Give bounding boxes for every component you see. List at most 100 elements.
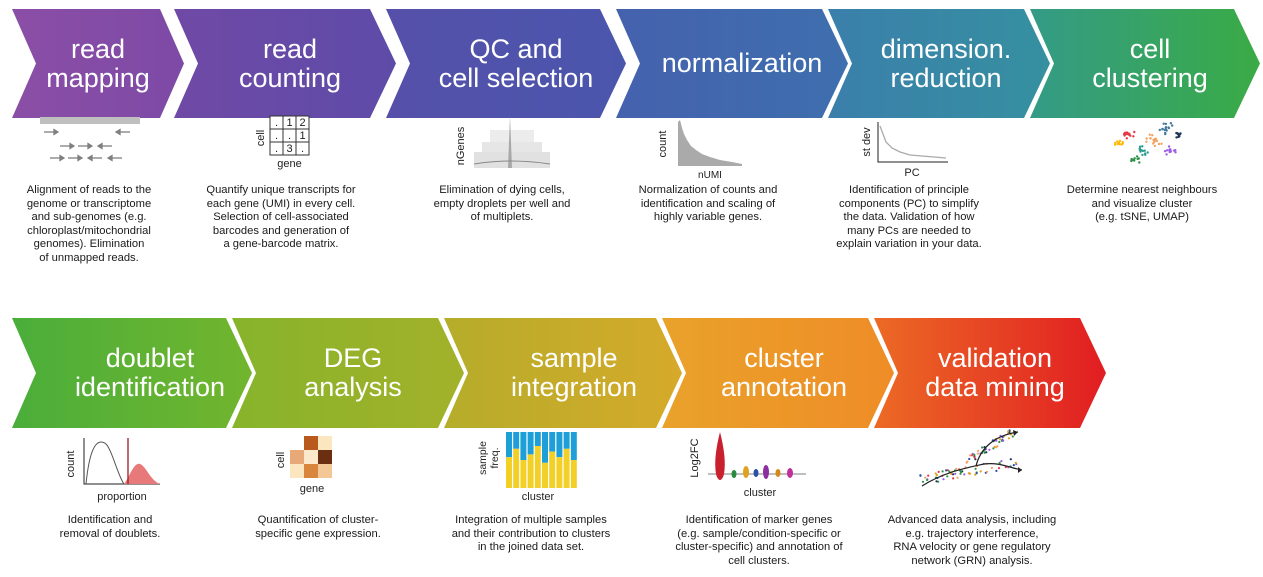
scatter-point: [1178, 133, 1182, 136]
trajectory-point: [948, 470, 951, 473]
step-title-line2: mapping: [46, 62, 150, 93]
trajectory-point: [934, 472, 937, 475]
scatter-point: [1175, 136, 1178, 139]
bar-segment: [549, 451, 556, 488]
trajectory-icon: [919, 429, 1023, 487]
scatter-point: [1143, 152, 1147, 155]
step-title-line1: normalization: [661, 48, 823, 79]
bar-segment: [513, 448, 520, 488]
doublet-ylabel: count: [65, 451, 77, 478]
bar-segment: [534, 432, 541, 446]
step-title-line1: QC and: [469, 33, 563, 64]
scatter-point: [1165, 149, 1169, 152]
scatter-point: [1148, 133, 1151, 136]
trajectory-point: [974, 467, 977, 470]
bar-segment: [520, 460, 527, 488]
trajectory-point: [945, 469, 948, 472]
count-matrix-icon: cell . 1 2 . . 1 . 3 . gene: [252, 114, 332, 176]
step-title-line1: cluster: [744, 343, 824, 374]
trajectory-point: [927, 474, 930, 477]
scatter-point: [1172, 149, 1176, 152]
trajectory-point: [968, 472, 972, 475]
matrix-cell: .: [275, 117, 278, 129]
scatter-point: [1138, 147, 1141, 150]
description-line: specific gene expression.: [255, 527, 381, 540]
trajectory-point: [956, 476, 959, 479]
scatter-point: [1152, 138, 1155, 142]
deg-heatmap-icon: cell gene: [275, 436, 332, 495]
trajectory-point: [969, 454, 972, 457]
pca-xlabel: PC: [904, 167, 919, 178]
annotation-violin-icon: Log2FC cluster: [689, 432, 806, 499]
annotation-ylabel: Log2FC: [689, 438, 701, 477]
trajectory-point: [970, 454, 974, 457]
normalization-histogram-icon: count nUMI: [657, 120, 742, 180]
read-alignment-icon: [40, 117, 140, 162]
trajectory-point: [992, 447, 995, 450]
trajectory-point: [942, 478, 945, 481]
description-line: explain variation in your data.: [836, 238, 982, 251]
trajectory-point: [1007, 430, 1010, 433]
description-line: e.g. trajectory interference,: [905, 527, 1039, 540]
scatter-point: [1136, 157, 1139, 161]
trajectory-point: [1014, 461, 1017, 464]
scatter-point: [1141, 153, 1144, 157]
description-line: (e.g. tSNE, UMAP): [1095, 211, 1189, 224]
scatter-point: [1123, 131, 1126, 135]
matrix-cell: 1: [286, 117, 292, 129]
scatter-point: [1121, 140, 1124, 144]
description-line: and sub-genomes (e.g.: [31, 211, 147, 224]
description-line: Identification of principle: [848, 184, 970, 196]
scatter-point: [1161, 127, 1164, 131]
matrix-cell: 3: [286, 143, 292, 155]
bar-segment: [556, 432, 563, 458]
trajectory-branch: [975, 431, 1019, 467]
trajectory-point: [952, 473, 955, 476]
scatter-point: [1174, 151, 1177, 154]
trajectory-point: [1009, 458, 1012, 461]
annotation-xlabel: cluster: [744, 487, 777, 499]
bar-segment: [527, 432, 534, 455]
scatter-point: [1169, 122, 1173, 125]
scatter-point: [1116, 142, 1119, 146]
description-line: empty droplets per well and: [433, 197, 571, 210]
bar-segment: [570, 432, 577, 460]
step-normalization: normalization: [616, 9, 848, 118]
qc-violin-icon: nGenes: [455, 116, 551, 168]
trajectory-point: [959, 471, 963, 474]
integration-stacked-bars-icon: sample freq. cluster: [478, 432, 577, 503]
description-line: Advanced data analysis, including: [887, 514, 1057, 526]
description-line: each gene (UMI) in every cell.: [206, 197, 356, 210]
scatter-point: [1155, 139, 1159, 143]
scatter-point: [1167, 126, 1171, 130]
scatter-point: [1146, 151, 1149, 154]
step-dimension-reduction: dimension.reduction: [828, 9, 1050, 118]
pca-ylabel: st dev: [861, 127, 873, 157]
trajectory-point: [946, 469, 949, 472]
trajectory-point: [974, 458, 977, 461]
trajectory-point: [993, 445, 996, 448]
scatter-point: [1140, 149, 1143, 152]
matrix-col-label: gene: [277, 158, 301, 170]
description-line: and their contribution to clusters: [451, 527, 611, 540]
trajectory-point: [941, 470, 944, 473]
description-deg-analysis: Quantification of cluster-specific gene …: [228, 514, 408, 541]
scatter-point: [1145, 140, 1148, 143]
description-line: (e.g. sample/condition-specific or: [677, 527, 841, 540]
trajectory-point: [1000, 460, 1003, 463]
step-title-line2: reduction: [890, 62, 1002, 93]
trajectory-point: [974, 473, 977, 476]
doublet-xlabel: proportion: [97, 491, 147, 503]
bar-segment: [542, 462, 548, 488]
trajectory-point: [1011, 435, 1014, 438]
cluster-scatter-icon: [1114, 122, 1182, 164]
bar-segment: [534, 446, 541, 488]
